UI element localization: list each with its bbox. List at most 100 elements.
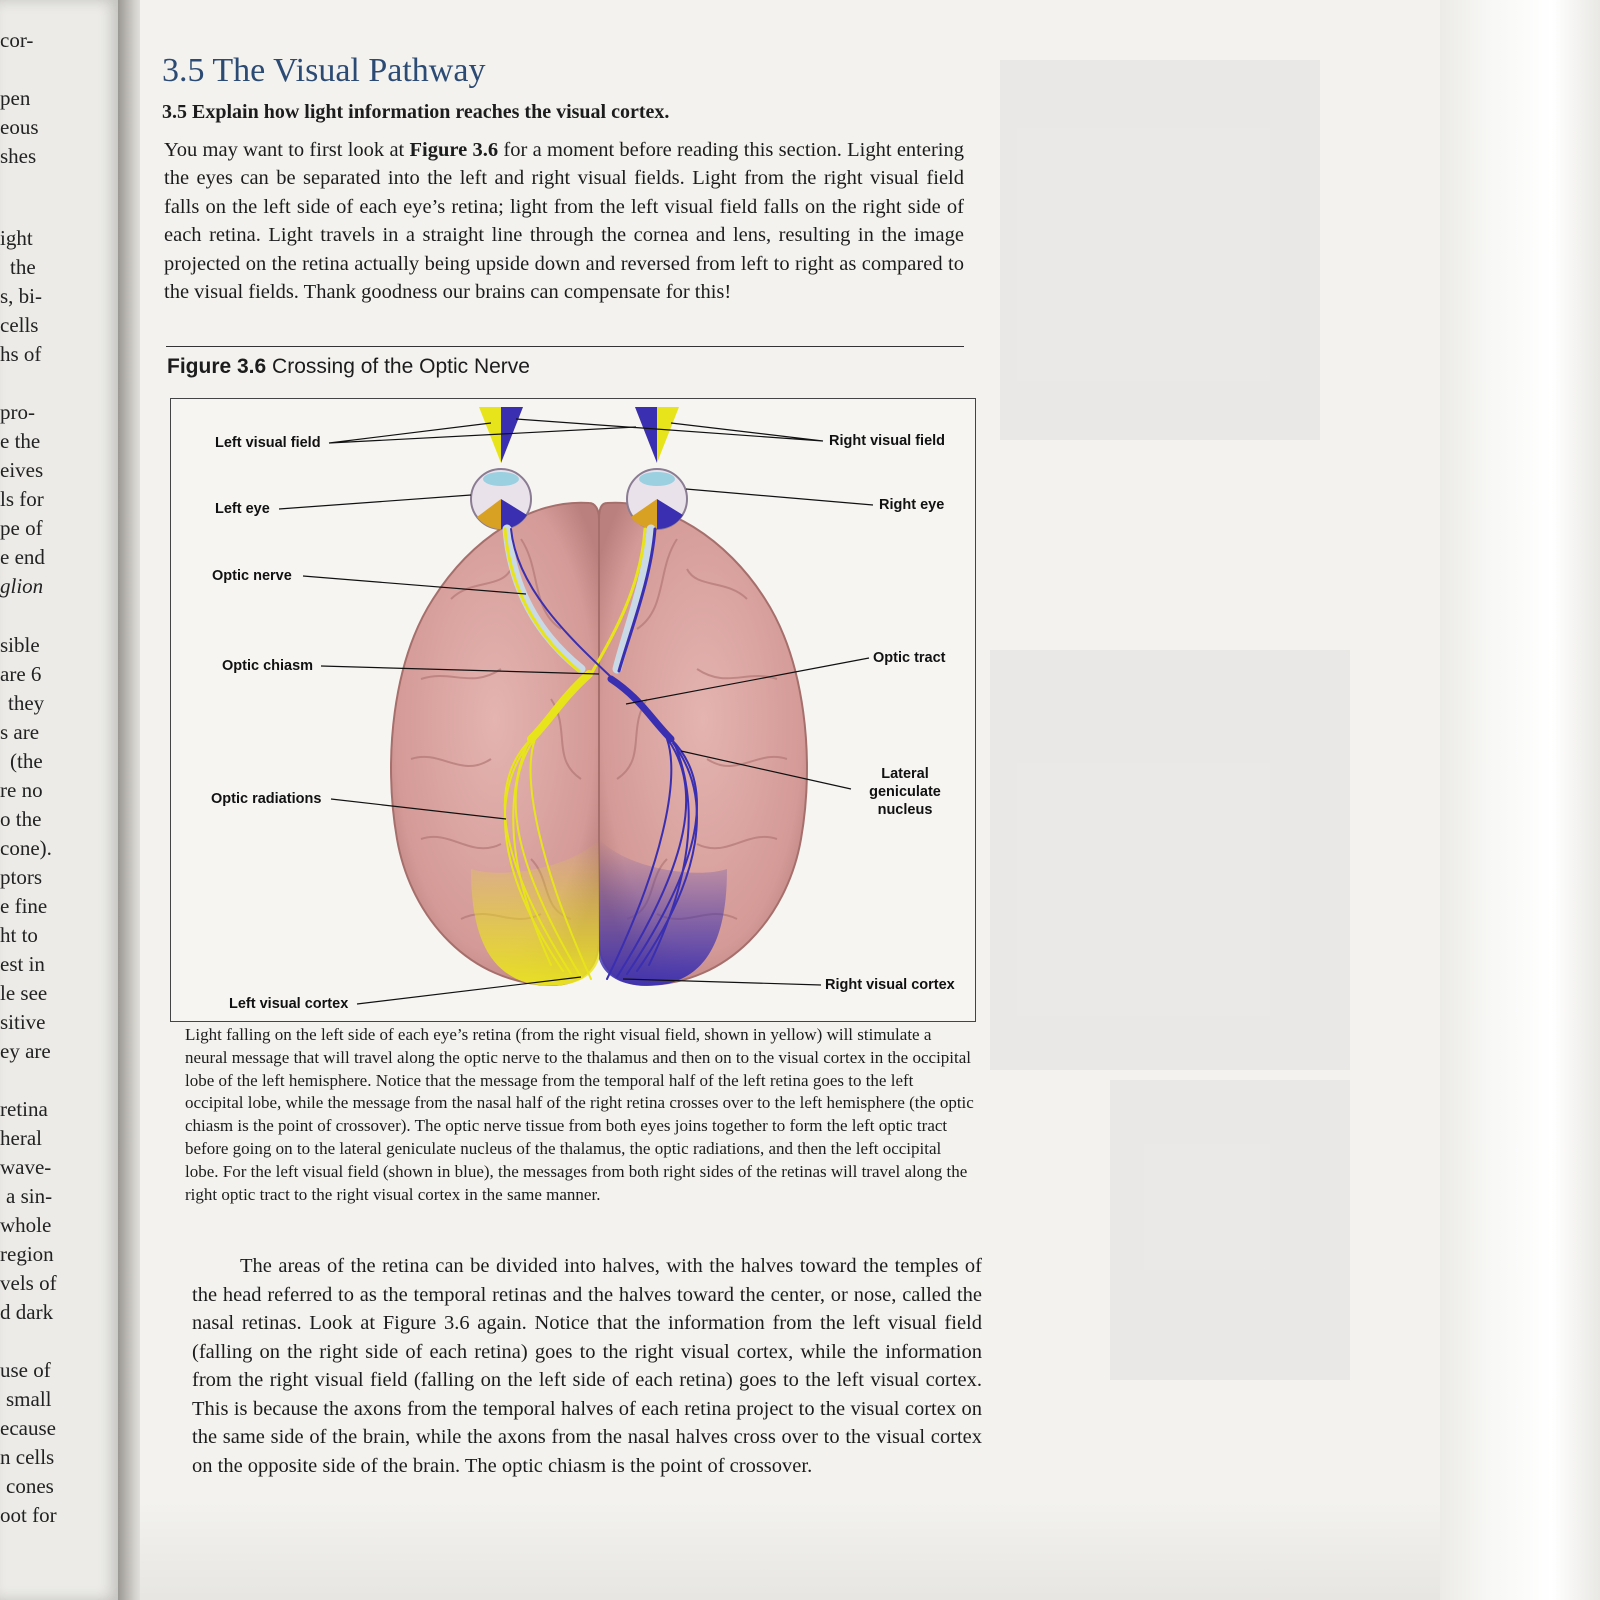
brain-diagram xyxy=(278,407,874,1005)
margin-text: whole xyxy=(0,1213,52,1237)
figure-title-text: Crossing of the Optic Nerve xyxy=(272,355,530,378)
margin-text: cells xyxy=(0,313,39,337)
section-title: 3.5 The Visual Pathway xyxy=(162,52,486,89)
left-facing-page: cor- pen eous shes ight the s, bi- cells… xyxy=(0,0,120,1600)
right-eyeball xyxy=(626,468,688,530)
margin-text: are 6 xyxy=(0,662,42,686)
leader-left-visual-field xyxy=(328,422,637,444)
show-through-shadow xyxy=(1000,60,1320,440)
label-optic-radiations: Optic radiations xyxy=(211,791,322,807)
intro-text: for a moment before reading this section… xyxy=(164,139,965,304)
margin-text: shes xyxy=(0,144,37,168)
label-right-eye: Right eye xyxy=(879,497,945,513)
margin-text: pe of xyxy=(0,516,43,540)
right-optic-nerve xyxy=(612,524,656,674)
left-optic-radiations xyxy=(503,738,592,980)
leader-right-eye xyxy=(685,488,874,506)
leader-optic-radiations xyxy=(330,798,507,820)
margin-text: re no xyxy=(0,778,43,802)
left-optic-nerve-yellow xyxy=(503,527,581,673)
show-through-shadow xyxy=(1110,1080,1350,1380)
margin-text: pen xyxy=(0,86,31,110)
margin-text: retina xyxy=(0,1097,48,1121)
figure-number: Figure 3.6 xyxy=(167,355,267,378)
margin-text: region xyxy=(0,1242,54,1266)
margin-text: ecause xyxy=(0,1416,56,1440)
margin-text: ptors xyxy=(0,865,42,889)
margin-text: a sin- xyxy=(6,1184,53,1208)
leader-optic-nerve xyxy=(302,575,527,595)
label-optic-nerve: Optic nerve xyxy=(212,568,292,584)
margin-text: heral xyxy=(0,1126,42,1150)
margin-text: ey are xyxy=(0,1039,51,1063)
margin-text: ht to xyxy=(0,923,38,947)
margin-text: ight xyxy=(0,226,33,250)
margin-text: eous xyxy=(0,115,39,139)
left-eye-visual-field-cone xyxy=(479,407,523,463)
right-optic-nerve-yellow xyxy=(589,527,647,676)
figure-caption: Light falling on the left side of each e… xyxy=(185,1025,974,1204)
margin-text: the xyxy=(10,255,36,279)
intro-text: You may want to first look at xyxy=(164,139,410,161)
show-through-shadow xyxy=(990,650,1350,1070)
margin-text: vels of xyxy=(0,1271,57,1295)
margin-text: small xyxy=(6,1387,52,1411)
page-shadow xyxy=(140,1500,1440,1600)
figure-reference: Figure 3.6 xyxy=(409,139,499,161)
margin-text: use of xyxy=(0,1358,51,1382)
page-stack-edge xyxy=(1440,0,1600,1600)
leader-left-visual-cortex xyxy=(356,976,582,1005)
body-paragraph: The areas of the retina can be divided i… xyxy=(192,1255,982,1477)
margin-text: e fine xyxy=(0,894,48,918)
margin-text: (the xyxy=(10,749,43,773)
margin-text: ls for xyxy=(0,487,44,511)
leader-right-visual-field xyxy=(515,418,824,442)
label-right-visual-field: Right visual field xyxy=(829,433,946,449)
label-lgn-line: geniculate xyxy=(869,784,941,800)
intro-paragraph: You may want to first look at Figure 3.6… xyxy=(164,136,964,306)
right-optic-nerve-blue xyxy=(617,527,657,673)
label-left-visual-cortex: Left visual cortex xyxy=(229,996,349,1012)
leader-optic-chiasm xyxy=(320,665,600,675)
margin-text: le see xyxy=(0,981,48,1005)
leader-lgn xyxy=(680,750,852,790)
margin-text: hs of xyxy=(0,342,42,366)
left-optic-nerve-blue xyxy=(510,528,612,678)
margin-text: e the xyxy=(0,429,41,453)
margin-text: est in xyxy=(0,952,45,976)
margin-text: they xyxy=(8,691,45,715)
margin-text: glion xyxy=(0,574,44,598)
label-optic-chiasm: Optic chiasm xyxy=(222,658,314,674)
margin-text: cone). xyxy=(0,836,52,860)
figure-title: Figure 3.6 Crossing of the Optic Nerve xyxy=(167,355,530,379)
learning-objective: 3.5 Explain how light information reache… xyxy=(162,101,670,123)
margin-text: s are xyxy=(0,720,40,744)
leader-left-eye xyxy=(278,494,472,510)
label-lateral-geniculate-nucleus: Lateral geniculate nucleus xyxy=(865,765,945,819)
left-eyeball xyxy=(470,468,532,530)
margin-text: e end xyxy=(0,545,45,569)
margin-text: sitive xyxy=(0,1010,46,1034)
margin-text: eives xyxy=(0,458,44,482)
label-lgn-line: nucleus xyxy=(877,802,933,818)
visual-pathways xyxy=(502,524,698,980)
leader-right-visual-cortex xyxy=(622,978,822,986)
label-lgn-line: Lateral xyxy=(881,766,929,782)
label-left-visual-field: Left visual field xyxy=(215,435,321,451)
label-optic-tract: Optic tract xyxy=(873,650,946,666)
margin-text: n cells xyxy=(0,1445,55,1469)
margin-text: cor- xyxy=(0,28,34,52)
margin-text: o the xyxy=(0,807,42,831)
margin-text: s, bi- xyxy=(0,284,42,308)
leader-lines xyxy=(278,418,874,1005)
label-right-visual-cortex: Right visual cortex xyxy=(825,977,955,993)
right-optic-radiations xyxy=(606,738,698,980)
margin-text: pro- xyxy=(0,400,35,424)
left-optic-nerve xyxy=(502,524,586,674)
figure-rule xyxy=(166,346,964,347)
right-eye-visual-field-cone xyxy=(635,407,679,463)
margin-text: wave- xyxy=(0,1155,52,1179)
margin-text: oot for xyxy=(0,1503,57,1527)
optic-nerve-figure: Left visual field Right visual field Lef… xyxy=(170,398,976,1022)
left-optic-tract xyxy=(527,670,593,743)
